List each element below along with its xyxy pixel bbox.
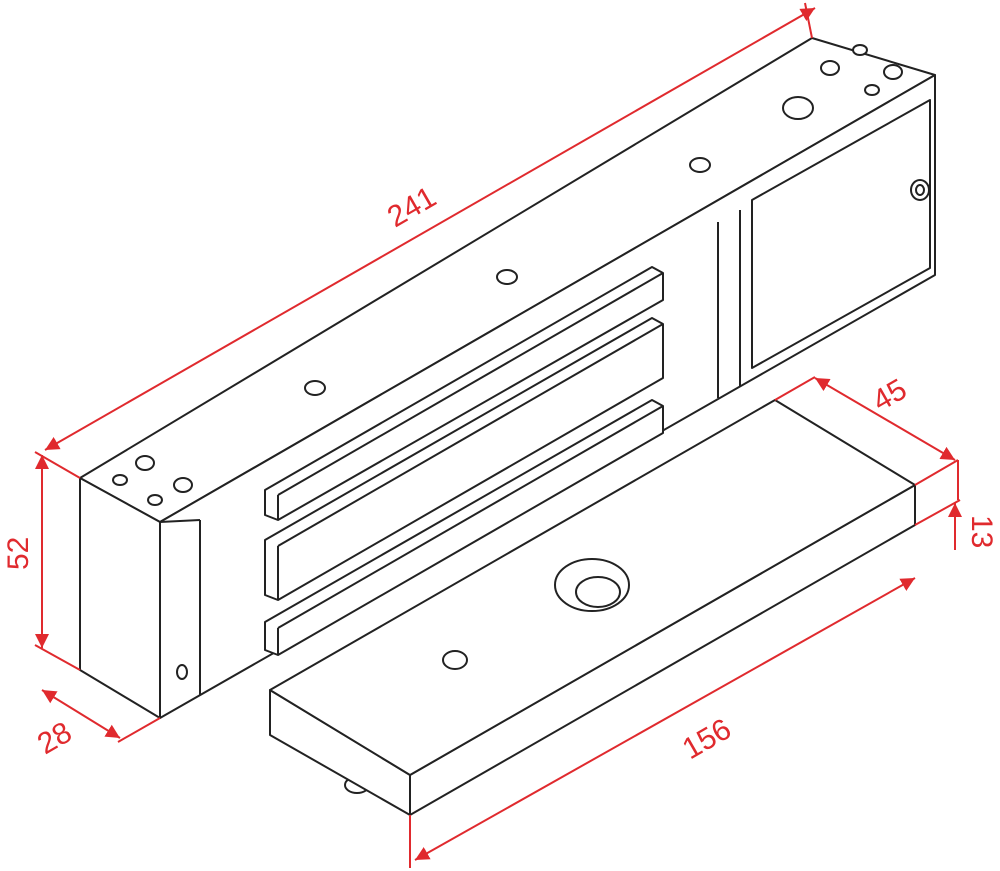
dim-line-plate-length	[414, 577, 916, 861]
dim-label-depth: 28	[32, 716, 77, 761]
dim-label-plate-width: 45	[867, 373, 912, 418]
dim-label-height: 52	[2, 537, 35, 570]
dim-label-plate-length: 156	[677, 712, 737, 766]
side-hole	[176, 664, 188, 680]
dim-line-length	[44, 7, 816, 451]
plate-pin	[442, 650, 468, 670]
dim-label-plate-thickness: 13	[965, 515, 998, 548]
dim-line-plate-width	[814, 377, 956, 461]
dim-label-length: 241	[382, 180, 442, 234]
dim-line-depth	[41, 689, 121, 739]
